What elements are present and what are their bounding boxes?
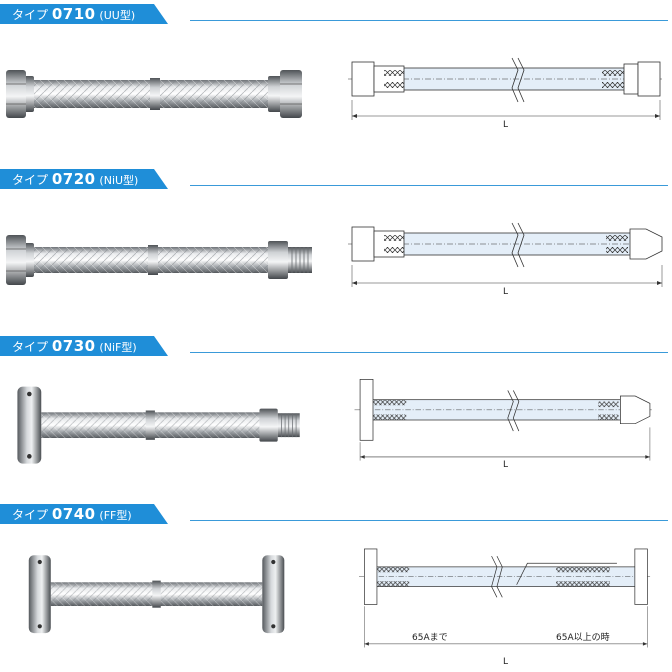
type-title: タイプ 0710 (UU型) [12,6,135,24]
length-label: L [503,460,509,470]
length-label: L [503,120,509,130]
type-tab: タイプ 0740 (FF型) [0,504,168,524]
type-tab: タイプ 0710 (UU型) [0,4,168,24]
type-prefix: タイプ [12,8,49,22]
type-suffix: (FF型) [99,509,132,522]
hose-drawing [359,548,651,648]
section-0730: タイプ 0730 (NiF型) L [0,332,672,500]
type-title: タイプ 0730 (NiF型) [12,338,137,356]
type-tab: タイプ 0730 (NiF型) [0,336,168,356]
type-code: 0740 [51,505,96,523]
type-suffix: (UU型) [99,9,136,22]
hose-drawing [348,57,662,120]
type-code: 0730 [51,337,96,355]
type-title: タイプ 0740 (FF型) [12,506,132,524]
header-rule [190,352,668,353]
length-label: L [503,287,509,297]
type-suffix: (NiU型) [99,174,139,187]
type-tab: タイプ 0720 (NiU型) [0,169,168,189]
type-title: タイプ 0720 (NiU型) [12,171,138,189]
note-left: 65Aまで [412,633,448,643]
hose-drawing [348,222,663,287]
section-0710: タイプ 0710 (UU型) L [0,0,672,168]
hose-photo [6,70,302,118]
type-prefix: タイプ [12,173,49,187]
type-prefix: タイプ [12,340,49,354]
section-0740: タイプ 0740 (FF型) 65Aまで 65A以上の時 L [0,500,672,672]
note-right: 65A以上の時 [556,633,610,643]
type-code: 0720 [51,170,96,188]
hose-photo [6,235,312,285]
header-rule [190,185,668,186]
length-label: L [503,657,509,667]
type-code: 0710 [51,5,96,23]
hose-photo [17,386,300,464]
type-suffix: (NiF型) [99,341,137,354]
section-0720: タイプ 0720 (NiU型) L [0,165,672,333]
header-rule [190,20,668,21]
hose-photo [28,555,285,634]
hose-drawing [354,379,652,461]
header-rule [190,520,668,521]
type-prefix: タイプ [12,508,49,522]
